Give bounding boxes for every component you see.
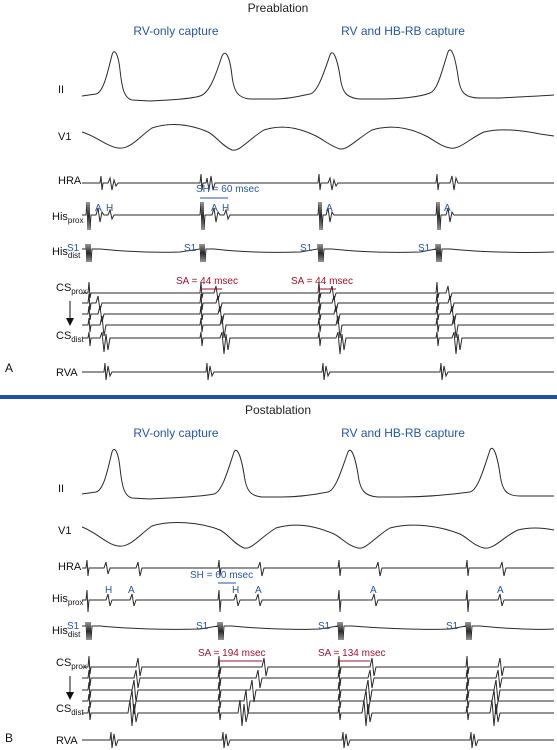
panel-b-trace-ii	[81, 447, 554, 500]
panel-a-trace-cs2	[82, 293, 554, 313]
panel-b-sa-label-1: SA = 194 msec	[198, 648, 266, 659]
panel-b-label-hra: HRA	[58, 561, 82, 573]
panel-a-title: Preablation	[248, 1, 309, 15]
panel-a-label-v1: V1	[58, 131, 71, 143]
panel-a-his-mark-h1: H	[106, 203, 113, 214]
panel-a-sa-label-1: SA = 44 msec	[176, 276, 238, 287]
panel-b-his-mark-a2: A	[255, 585, 262, 596]
panel-b-capture-left: RV-only capture	[133, 426, 218, 440]
panel-b-label-cs-dist: CSdist	[56, 703, 85, 717]
panel-b-trace-cs2	[82, 669, 554, 689]
panel-a-stim-s1-4: S1	[418, 243, 431, 254]
panel-a-trace-his-prox	[82, 201, 554, 231]
panel-b-label-cs-prox: CSprox	[56, 657, 87, 671]
panel-a-capture-right: RV and HB-RB capture	[341, 24, 465, 38]
panel-b-capture-right: RV and HB-RB capture	[341, 426, 465, 440]
panel-b: Postablation RV-only capture RV and HB-R…	[5, 403, 555, 749]
panel-a-stim-s1-3: S1	[300, 243, 313, 254]
panel-a-his-mark-a4: A	[444, 203, 451, 214]
panel-b-stim-s1-2: S1	[196, 621, 209, 632]
panel-b-stim-s1-1: S1	[67, 621, 80, 632]
panel-a-label-cs-prox: CSprox	[56, 282, 87, 296]
panel-a-trace-cs3	[82, 305, 554, 325]
panel-b-stim-s1-4: S1	[446, 621, 459, 632]
panel-b-trace-v1	[81, 522, 555, 549]
panel-b-sa-label-2: SA = 134 msec	[318, 648, 386, 659]
panel-b-trace-cs1	[82, 655, 554, 677]
panel-a-sa-label-2: SA = 44 msec	[291, 276, 353, 287]
panel-a-cs-arrowhead	[66, 318, 74, 326]
panel-b-trace-his-dist	[82, 621, 555, 641]
panel-b-letter: B	[5, 731, 13, 745]
panel-a-sh-label: SH = 60 msec	[196, 184, 259, 195]
panel-a-label-cs-dist: CSdist	[56, 330, 85, 344]
panel-b-trace-cs3	[82, 679, 554, 703]
panel-a-trace-cs5	[82, 331, 554, 355]
panel-b-trace-rva	[82, 731, 554, 749]
panel-b-trace-his-prox	[82, 589, 554, 613]
panel-a-stim-s1-1: S1	[67, 243, 80, 254]
panel-b-his-mark-a3: A	[370, 585, 377, 596]
panel-b-trace-cs5	[82, 699, 554, 727]
panel-a: Preablation RV-only capture RV and HB-RB…	[5, 1, 555, 381]
panel-b-label-v1: V1	[58, 525, 71, 537]
panel-a-label-rva: RVA	[56, 367, 78, 379]
panel-a-letter: A	[5, 361, 13, 375]
panel-a-trace-ii	[81, 49, 555, 102]
panel-a-label-his-dist: Hisdist	[52, 246, 81, 260]
panel-b-label-his-prox: Hisprox	[52, 593, 83, 607]
panel-a-label-his-prox: Hisprox	[52, 211, 83, 225]
panel-a-capture-left: RV-only capture	[133, 24, 218, 38]
panel-b-sh-label: SH = 60 msec	[190, 570, 253, 581]
panel-a-stim-s1-2: S1	[184, 243, 197, 254]
panel-b-label-rva: RVA	[56, 735, 78, 747]
panel-divider	[0, 395, 557, 399]
panel-b-cs-arrowhead	[66, 692, 74, 700]
panel-a-trace-rva	[82, 362, 554, 381]
panel-b-label-his-dist: Hisdist	[52, 625, 81, 639]
panel-a-his-mark-h2: H	[222, 203, 229, 214]
panel-b-his-mark-h2: H	[232, 585, 239, 596]
panel-b-stim-s1-3: S1	[318, 621, 331, 632]
panel-b-his-mark-a1: A	[128, 585, 135, 596]
panel-a-trace-cs4	[82, 315, 554, 339]
panel-a-trace-hra	[82, 173, 554, 191]
panel-b-his-mark-h1: H	[105, 585, 112, 596]
panel-b-trace-hra	[82, 559, 554, 577]
panel-a-label-hra: HRA	[58, 175, 82, 187]
panel-b-title: Postablation	[245, 403, 311, 417]
panel-a-his-mark-a1: A	[95, 203, 102, 214]
panel-a-trace-his-dist	[82, 243, 555, 263]
panel-a-trace-cs1	[82, 281, 554, 301]
panel-b-label-ii: II	[58, 483, 64, 495]
panel-a-trace-v1	[81, 124, 555, 151]
panel-b-his-mark-a4: A	[497, 585, 504, 596]
panel-a-his-mark-a2: A	[211, 203, 218, 214]
panel-b-trace-cs4	[82, 689, 554, 715]
panel-a-label-ii: II	[58, 84, 64, 96]
panel-a-his-mark-a3: A	[326, 203, 333, 214]
